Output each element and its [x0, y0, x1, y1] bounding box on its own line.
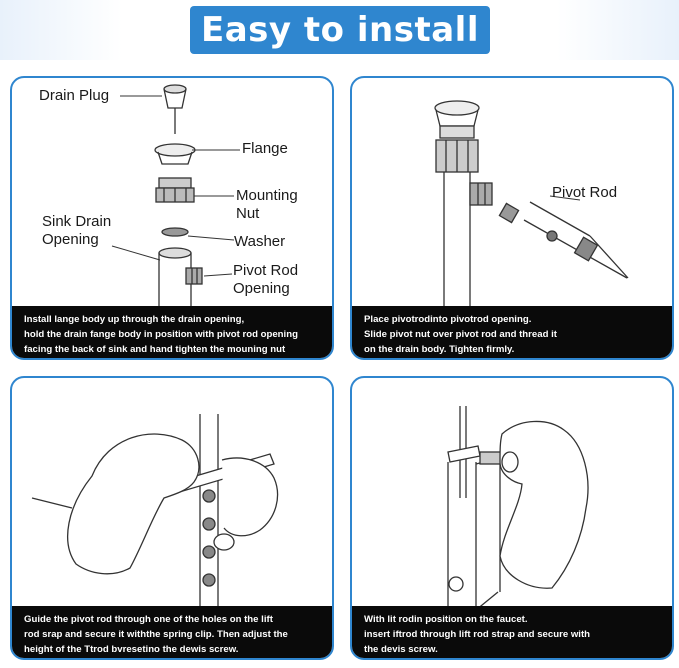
caption-line: insert iftrod through lift rod strap and… [364, 629, 590, 640]
step-panel-2: Pivot Rod Place pivotrodinto pivotrod op… [350, 76, 674, 360]
caption-line: Guide the pivot rod through one of the h… [24, 614, 273, 625]
caption-line: Slide pivot nut over pivot rod and threa… [364, 329, 557, 340]
header-banner: Easy to install [0, 0, 679, 60]
step-caption-2: Place pivotrodinto pivotrod opening. Sli… [352, 306, 672, 358]
label-pivot-opening-1: Pivot Rod [233, 262, 299, 279]
caption-line: hold the drain fange body in position wi… [24, 329, 298, 340]
label-mounting-nut-1: Mounting [236, 187, 298, 204]
lift-rod-illustration [447, 406, 589, 610]
caption-line: Install lange body up through the drain … [24, 314, 245, 325]
step-panel-3: Guide the pivot rod through one of the h… [10, 376, 334, 660]
page-title: Easy to install [201, 10, 479, 50]
step-caption-4: With lit rodin position on the faucet. i… [352, 606, 672, 658]
label-pivot-opening-2: Opening [233, 280, 290, 297]
step-caption-1: Install lange body up through the drain … [12, 306, 332, 358]
label-sink-drain-1: Sink Drain [42, 213, 112, 230]
label-sink-drain-2: Opening [42, 231, 99, 248]
caption-line: rod srap and secure it withthe spring cl… [24, 629, 288, 640]
title-box: Easy to install [190, 6, 490, 54]
step-caption-3: Guide the pivot rod through one of the h… [12, 606, 332, 658]
caption-line: facing the back of sink and hand tighten… [24, 344, 286, 355]
label-drain-plug: Drain Plug [39, 87, 110, 104]
spring-clip-illustration [31, 414, 279, 610]
caption-line: With lit rodin position on the faucet. [364, 614, 528, 625]
label-pivot-rod: Pivot Rod [552, 184, 618, 201]
step-panel-4: With lit rodin position on the faucet. i… [350, 376, 674, 660]
drain-assembly-illustration [111, 84, 240, 310]
label-washer: Washer [234, 233, 286, 250]
pivot-rod-illustration [434, 100, 629, 310]
caption-line: Place pivotrodinto pivotrod opening. [364, 314, 532, 325]
step-panel-1: Drain Plug Flange Mounting Nut Sink Drai… [10, 76, 334, 360]
label-mounting-nut-2: Nut [236, 205, 260, 222]
caption-line: height of the Ttrod bvresetino the dewis… [24, 644, 239, 655]
label-flange: Flange [242, 140, 288, 157]
caption-line: the devis screw. [364, 644, 438, 655]
caption-line: on the drain body. Tighten firmly. [364, 344, 515, 355]
